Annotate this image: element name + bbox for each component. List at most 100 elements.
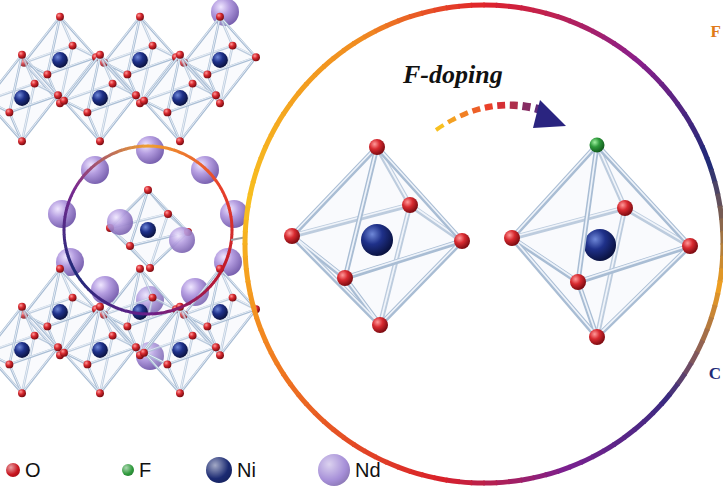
bond-highlight	[87, 54, 100, 112]
o-atom	[570, 274, 586, 290]
arrow-dash	[522, 106, 530, 107]
o-atom	[149, 42, 157, 50]
ring-segment	[63, 238, 67, 243]
front-bonds	[0, 306, 58, 393]
ni-atom	[132, 52, 148, 68]
bond-highlight	[207, 57, 256, 74]
bond-stick	[220, 269, 256, 310]
o-atom	[123, 70, 131, 78]
ring-segment	[242, 231, 247, 245]
o-atom	[109, 80, 117, 88]
bond-highlight	[64, 100, 100, 141]
bond-highlight	[87, 112, 100, 141]
bond-highlight	[597, 144, 625, 207]
nd-atom	[191, 156, 219, 184]
legend-label: F	[139, 459, 151, 482]
bond-stick	[578, 246, 690, 282]
o-atom	[203, 322, 211, 330]
bond-stick	[9, 307, 22, 365]
o-atom	[83, 360, 91, 368]
bond-highlight	[292, 235, 345, 277]
ring-segment	[245, 280, 252, 295]
bond-stick	[87, 307, 100, 365]
bond-highlight	[292, 146, 377, 235]
bond-stick	[144, 353, 180, 394]
back-bonds	[144, 54, 216, 141]
bond-stick	[60, 17, 73, 46]
bond-stick	[167, 307, 180, 365]
bond-stick	[140, 17, 153, 46]
bond-stick	[0, 307, 22, 353]
ni-atom	[52, 52, 68, 68]
bond-stick	[22, 307, 58, 348]
bond-highlight	[597, 144, 690, 245]
o-atom	[96, 303, 104, 311]
bond-highlight	[207, 309, 256, 326]
o-atom	[96, 389, 104, 397]
o-atom	[216, 351, 224, 359]
ring-segment	[717, 206, 723, 220]
arrow-dash	[436, 125, 444, 130]
bond-stick	[167, 364, 180, 393]
o-atom	[146, 264, 154, 272]
lattice-octahedron	[60, 51, 140, 145]
bond-highlight	[140, 268, 176, 309]
bond-highlight	[180, 95, 216, 141]
o-atom	[402, 197, 418, 213]
bond-highlight	[9, 347, 58, 364]
o-atom	[164, 210, 172, 218]
bond-highlight	[578, 245, 690, 281]
ring-segment	[446, 4, 460, 11]
o-atom	[189, 80, 197, 88]
octahedron-faces	[292, 147, 462, 325]
arrow-dash	[448, 118, 456, 122]
vertex-atoms	[140, 303, 220, 397]
bond-stick	[60, 269, 73, 298]
vertex-atoms	[504, 138, 698, 346]
o-atom	[31, 80, 39, 88]
bond-stick	[60, 17, 96, 58]
bond-highlight	[87, 306, 100, 364]
ring-segment	[508, 477, 522, 484]
bond-highlight	[167, 95, 216, 112]
bond-highlight	[345, 277, 380, 324]
bond-stick	[22, 307, 35, 336]
legend-label: Nd	[355, 459, 381, 482]
bond-highlight	[578, 144, 597, 281]
bond-highlight	[130, 190, 148, 246]
back-bonds	[144, 306, 216, 393]
bond-stick	[220, 269, 233, 298]
legend-swatch	[206, 457, 232, 483]
vertex-atoms	[0, 303, 62, 397]
o-atom	[163, 360, 171, 368]
ring-segment	[458, 479, 472, 485]
ni-atom	[212, 304, 228, 320]
bond-highlight	[180, 347, 216, 393]
o-atom	[163, 108, 171, 116]
o-atom	[140, 349, 148, 357]
bond-stick	[87, 112, 100, 141]
back-bonds	[0, 54, 58, 141]
o-atom	[617, 200, 633, 216]
bond-highlight	[220, 16, 256, 57]
bond-stick	[220, 17, 256, 58]
front-bonds	[64, 306, 136, 393]
lower-octahedral-layer	[0, 265, 260, 397]
ring-segment	[134, 145, 139, 149]
bond-highlight	[60, 268, 96, 309]
octahedron-faces	[0, 55, 58, 141]
bond-stick	[100, 307, 113, 336]
bond-highlight	[167, 364, 180, 393]
ring-segment	[720, 231, 723, 245]
o-atom	[176, 51, 184, 59]
front-bonds	[144, 54, 216, 141]
pristine-octahedron	[284, 139, 470, 333]
ni-atom	[212, 52, 228, 68]
back-bonds	[512, 144, 690, 337]
o-atom	[229, 42, 237, 50]
bond-stick	[0, 55, 22, 101]
bond-highlight	[100, 95, 136, 141]
ni-atom	[14, 90, 30, 106]
bond-highlight	[100, 347, 136, 393]
o-atom	[18, 51, 26, 59]
